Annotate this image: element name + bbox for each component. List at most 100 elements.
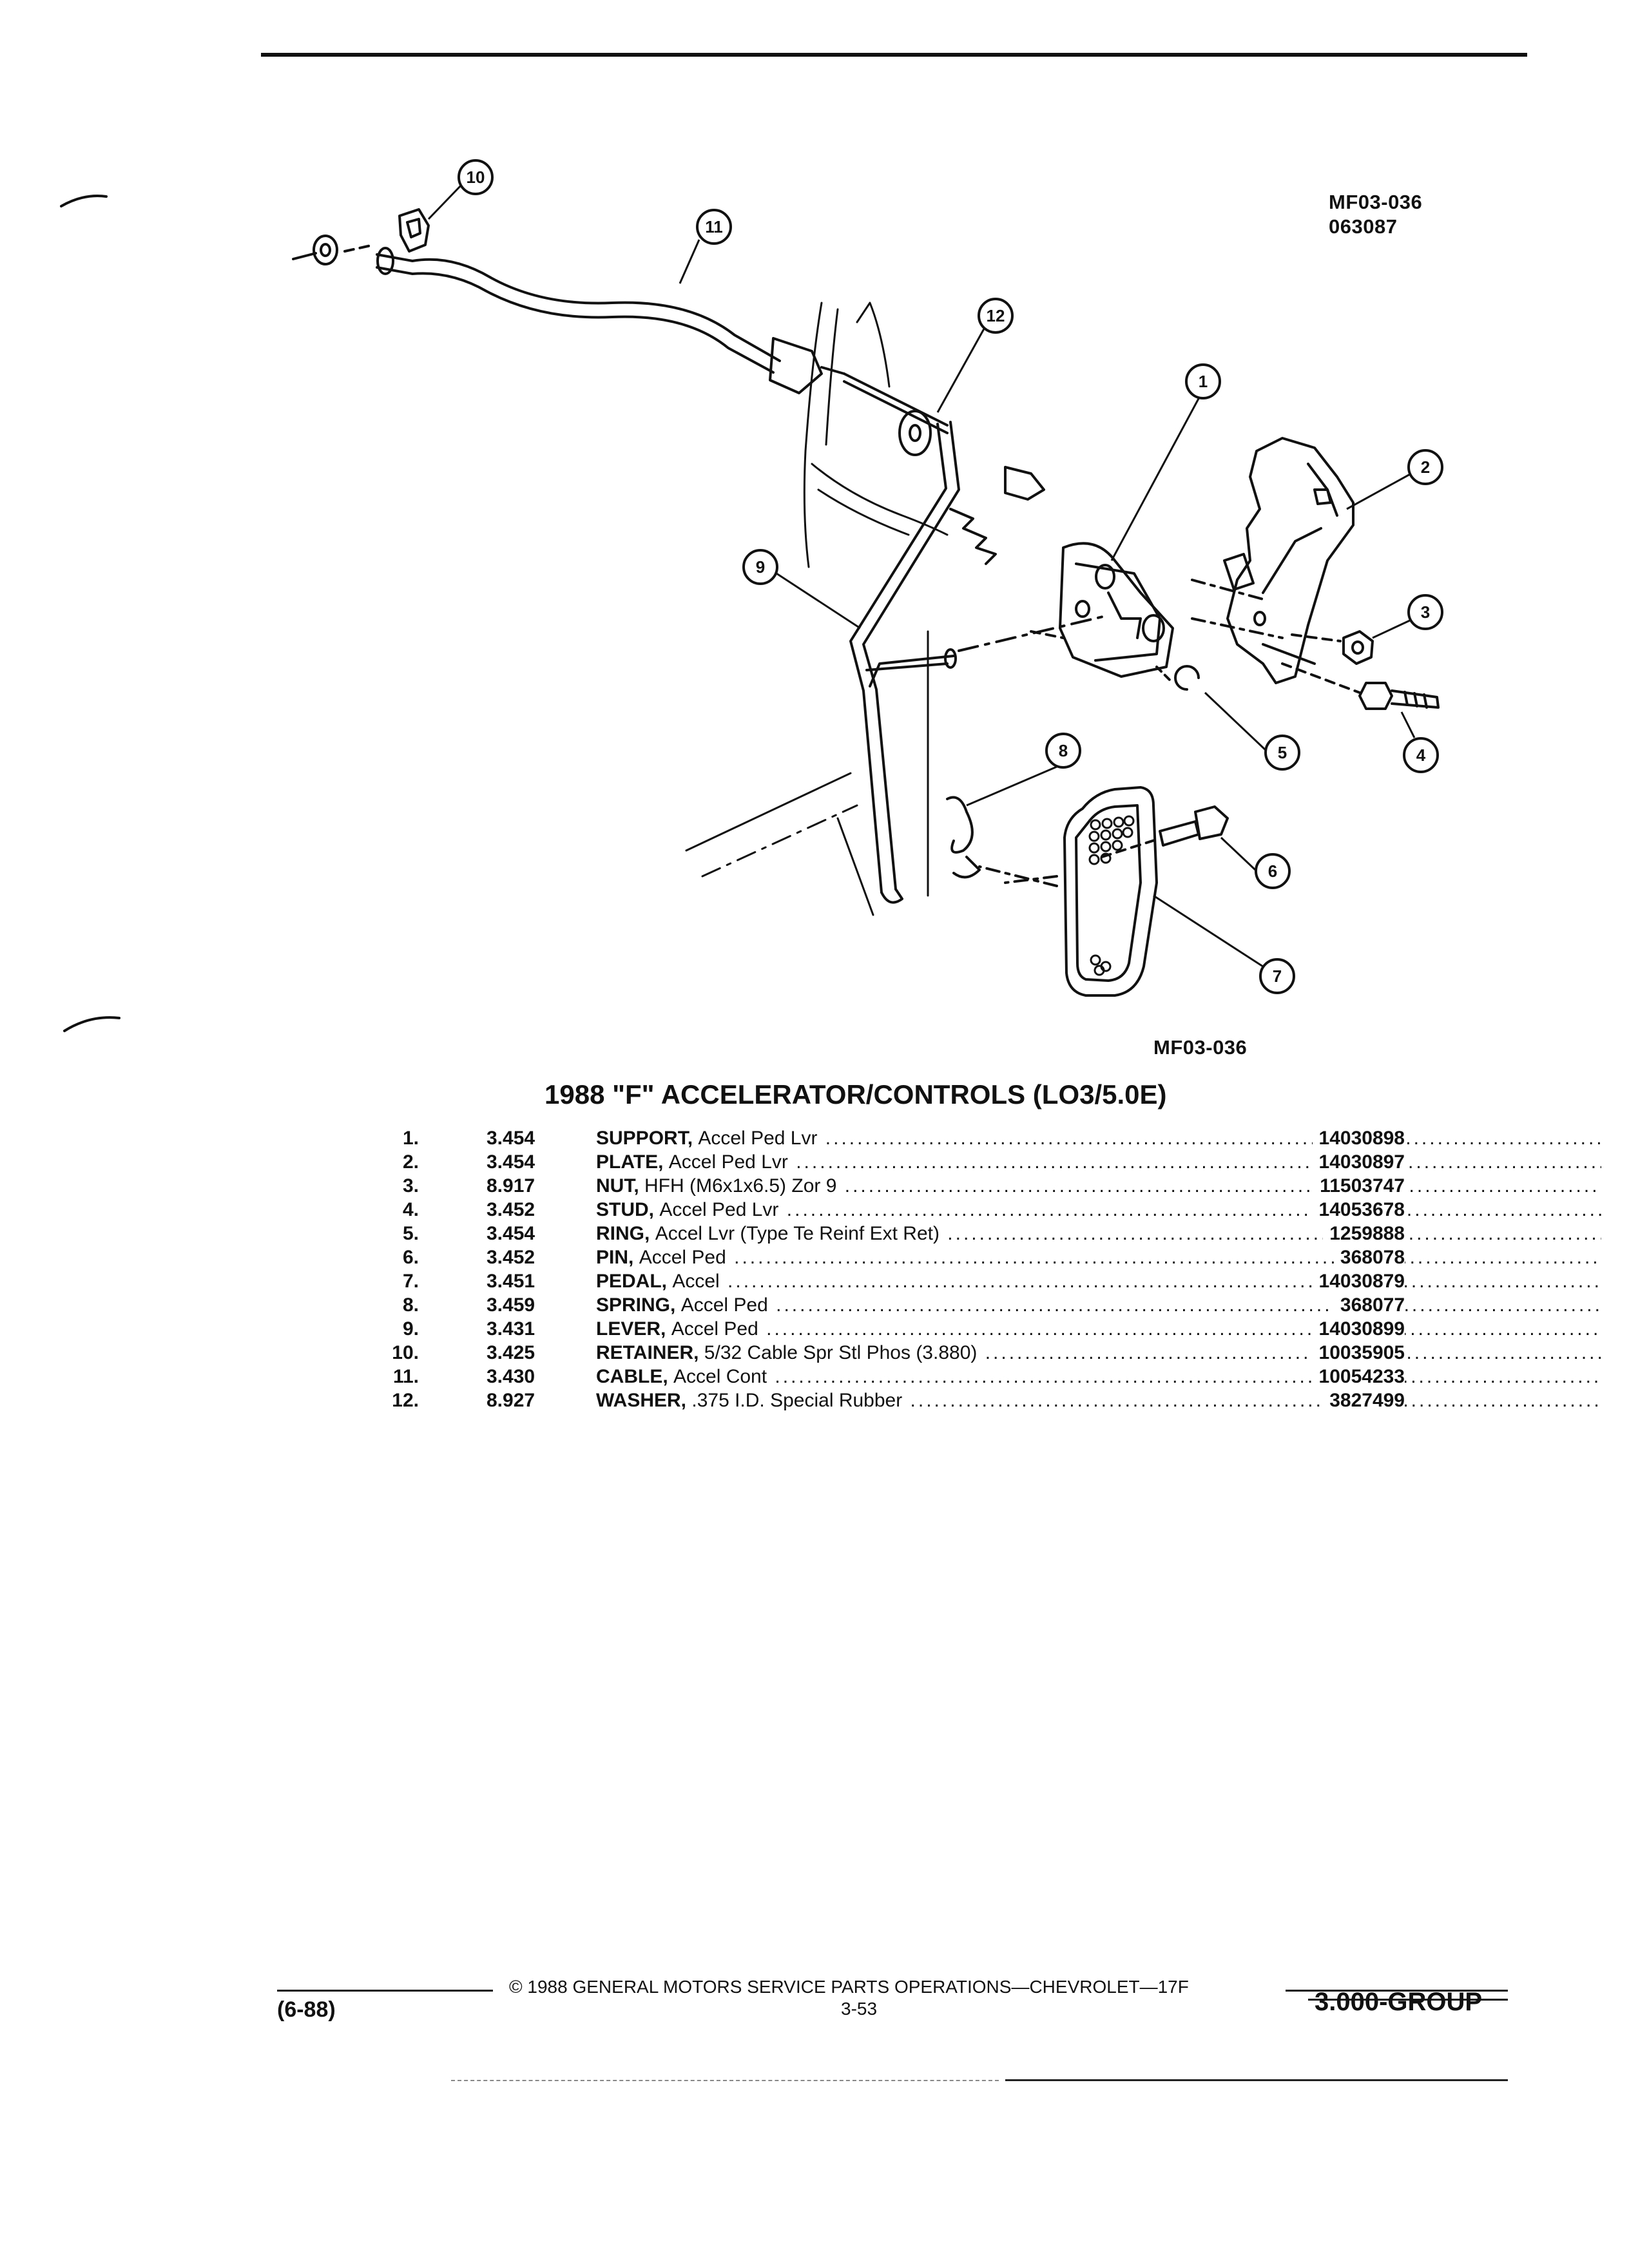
part-description: NUT, HFH (M6x1x6.5) Zor 9 ..............… [596, 1175, 1601, 1197]
item-number: 8. [402, 1294, 419, 1316]
diagram-date-code: 063087 [1329, 215, 1398, 238]
part-description: PLATE, Accel Ped Lvr ...................… [596, 1151, 1601, 1173]
firewall-outline [685, 302, 949, 916]
part-number: 14030879 [1312, 1271, 1405, 1293]
item-number: 10. [392, 1342, 419, 1363]
item-number: 2. [402, 1151, 419, 1173]
retainer-clip [398, 208, 430, 253]
leader-dots: ........................................… [910, 1390, 1601, 1411]
part-name: PIN, [596, 1247, 634, 1268]
group-number: 3.431 [487, 1318, 535, 1340]
part-number: 14030897 [1312, 1151, 1405, 1173]
callout-1-marker [1185, 363, 1221, 399]
part-detail: Accel Ped Lvr [659, 1199, 779, 1220]
group-number: 3.459 [487, 1294, 535, 1316]
leader-dots: ........................................… [825, 1128, 1601, 1149]
pedal-pin [1101, 805, 1229, 858]
callout-2-marker [1407, 449, 1443, 485]
item-number: 6. [402, 1247, 419, 1268]
part-number: 11503747 [1313, 1175, 1405, 1197]
part-number: 1259888 [1323, 1223, 1405, 1245]
group-number: 3.430 [487, 1366, 535, 1387]
part-name: RETAINER, [596, 1342, 699, 1363]
accelerator-pedal [978, 786, 1158, 997]
retaining-ring [1155, 665, 1200, 691]
group-number: 3.451 [487, 1271, 535, 1292]
group-number: 3.454 [487, 1151, 535, 1173]
rubber-washer [898, 410, 932, 456]
accelerator-lever [849, 421, 1110, 904]
part-name: CABLE, [596, 1366, 668, 1387]
leader-dots: ........................................… [776, 1294, 1601, 1316]
callout-7: 7 [1273, 966, 1282, 986]
footer-rule-right [1286, 1990, 1508, 1992]
part-name: NUT, [596, 1175, 639, 1196]
callout-4: 4 [1416, 745, 1426, 765]
leader-lines [427, 182, 1416, 968]
callout-7-marker [1259, 958, 1295, 994]
leader-dots: ........................................… [719, 1271, 1601, 1292]
part-detail: .375 I.D. Special Rubber [691, 1390, 903, 1411]
pedal-stud [1281, 662, 1440, 710]
leader-dots: ........................................… [775, 1366, 1601, 1387]
callout-5: 5 [1278, 743, 1287, 762]
hex-nut [1291, 630, 1374, 665]
part-detail: Accel [672, 1271, 720, 1292]
diagram-code-bottom: MF03-036 [1153, 1036, 1248, 1059]
parts-row: 6. 3.452 PIN, Accel Ped ..................… [361, 1247, 1601, 1271]
callout-3-marker [1407, 594, 1443, 630]
part-description: CABLE, Accel Cont ......................… [596, 1366, 1601, 1388]
part-detail: Accel Ped [639, 1247, 726, 1268]
part-number: 14030899 [1312, 1318, 1405, 1340]
leader-dots: ........................................… [796, 1151, 1601, 1173]
part-description: RING, Accel Lvr (Type Te Reinf Ext Ret) … [596, 1223, 1601, 1245]
pedal-lever-plate [1223, 437, 1354, 684]
part-detail: Accel Ped Lvr [698, 1128, 818, 1149]
section-title: 1988 "F" ACCELERATOR/CONTROLS (LO3/5.0E) [545, 1079, 1167, 1110]
group-number: 3.452 [487, 1199, 535, 1220]
part-detail: Accel Ped Lvr [668, 1151, 788, 1173]
part-detail: HFH (M6x1x6.5) Zor 9 [644, 1175, 837, 1196]
group-number: 3.452 [487, 1247, 535, 1268]
footer-rule-left [277, 1990, 493, 1992]
part-detail: Accel Ped [680, 1294, 768, 1316]
parts-row: 2. 3.454 PLATE, Accel Ped Lvr ............… [361, 1151, 1601, 1175]
leader-dots: ........................................… [786, 1199, 1601, 1220]
callout-8: 8 [1059, 741, 1068, 760]
part-name: SPRING, [596, 1294, 676, 1316]
part-name: RING, [596, 1223, 650, 1244]
item-number: 9. [402, 1318, 419, 1340]
callout-9-marker [742, 549, 778, 585]
callout-12-marker [978, 298, 1014, 334]
pedal-spring [946, 508, 997, 879]
leader-dots: ........................................… [947, 1223, 1601, 1244]
item-number: 5. [402, 1223, 419, 1244]
margin-mark [60, 195, 108, 207]
part-number: 368077 [1333, 1294, 1405, 1316]
part-description: RETAINER, 5/32 Cable Spr Stl Phos (3.880… [596, 1342, 1601, 1364]
callout-3: 3 [1421, 602, 1430, 622]
group-number: 8.917 [487, 1175, 535, 1196]
part-description: PIN, Accel Ped .........................… [596, 1247, 1601, 1269]
part-number: 10035905 [1312, 1342, 1405, 1364]
item-number: 4. [402, 1199, 419, 1220]
callout-12: 12 [987, 306, 1005, 325]
part-detail: 5/32 Cable Spr Stl Phos (3.880) [704, 1342, 978, 1363]
callout-5-marker [1264, 735, 1300, 771]
part-description: SPRING, Accel Ped ......................… [596, 1294, 1601, 1316]
callout-10-marker [458, 159, 494, 195]
leader-dots: ........................................… [985, 1342, 1601, 1363]
part-description: LEVER, Accel Ped .......................… [596, 1318, 1601, 1340]
leader-dots: ........................................… [726, 1247, 1601, 1268]
part-number: 3827499 [1323, 1390, 1405, 1412]
part-description: WASHER, .375 I.D. Special Rubber .......… [596, 1390, 1601, 1412]
group-number: 3.425 [487, 1342, 535, 1363]
footer-date: (6-88) [277, 1997, 336, 2022]
group-number: 8.927 [487, 1390, 535, 1411]
footer-copyright: © 1988 GENERAL MOTORS SERVICE PARTS OPER… [509, 1977, 1189, 1997]
